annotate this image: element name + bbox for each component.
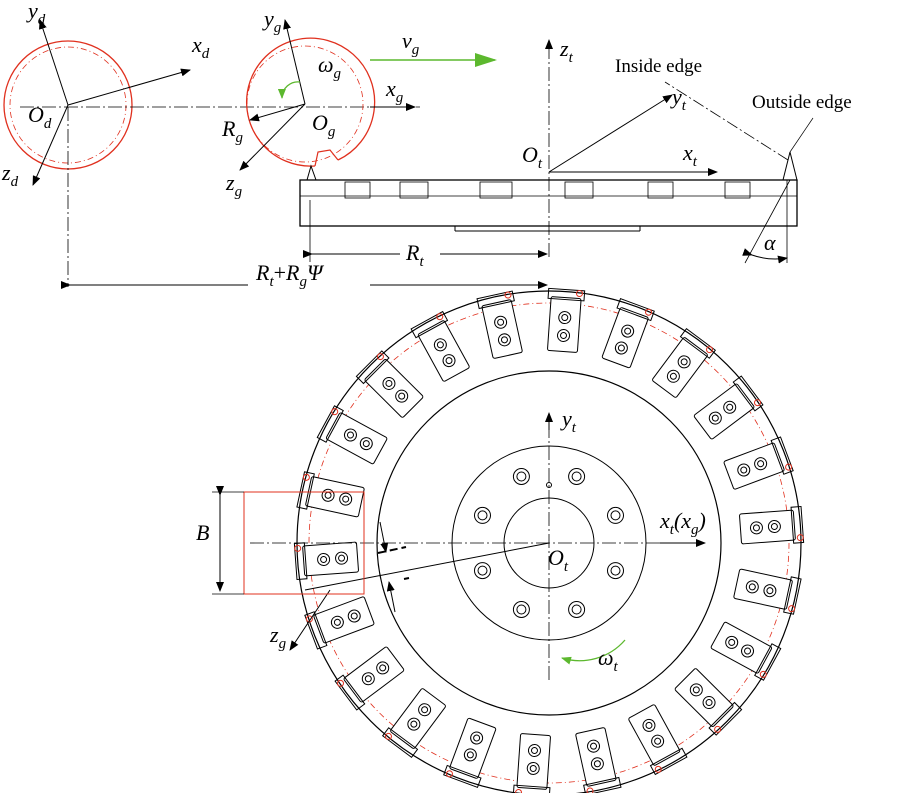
blade-pocket bbox=[733, 568, 802, 615]
blade-pocket bbox=[601, 297, 655, 369]
blade-pocket bbox=[293, 541, 359, 581]
hub-bolt-hole-inner bbox=[477, 510, 488, 521]
label-B: B bbox=[196, 520, 209, 545]
label-Ot-bottom: Ot bbox=[548, 545, 569, 575]
label-zg: zg bbox=[225, 170, 243, 200]
hub-bolt-hole-inner bbox=[571, 604, 582, 615]
label-alpha: α bbox=[764, 230, 776, 255]
hub-bolt-hole-inner bbox=[610, 510, 621, 521]
disk-g bbox=[239, 19, 497, 171]
hub-bolt-hole-inner bbox=[477, 565, 488, 576]
label-offset-sum: Rt+RgΨ bbox=[255, 260, 325, 290]
blade-pocket bbox=[693, 375, 764, 440]
blade-pocket bbox=[674, 668, 743, 736]
blade-pocket bbox=[512, 733, 551, 793]
hub-bolt-hole bbox=[474, 562, 491, 580]
label-yg: yg bbox=[262, 6, 282, 36]
label-xd: xd bbox=[191, 32, 210, 62]
label-zd: zd bbox=[1, 160, 19, 190]
blade-pocket bbox=[723, 436, 794, 490]
label-xt-xg: xt(xg) bbox=[659, 508, 706, 538]
hub-bolt-hole bbox=[607, 562, 624, 580]
blade-pocket bbox=[304, 596, 375, 650]
cutter-side-view bbox=[61, 39, 814, 289]
label-yt-bottom: yt bbox=[560, 406, 577, 436]
hub-bolt-hole-inner bbox=[610, 565, 621, 576]
blade-pocket bbox=[652, 327, 717, 398]
disk-d bbox=[3, 19, 420, 287]
hub-bolt-hole bbox=[568, 601, 586, 618]
hub-bolt-hole bbox=[512, 601, 530, 618]
label-xt-top: xt bbox=[682, 140, 698, 170]
label-Ot-top: Ot bbox=[522, 142, 543, 172]
blade-pocket bbox=[443, 717, 497, 789]
blade-pocket bbox=[296, 471, 365, 518]
blade-pocket bbox=[410, 310, 470, 382]
hub-bolt-hole-inner bbox=[516, 604, 527, 615]
label-zg-bottom: zg bbox=[269, 622, 287, 652]
label-Od: Od bbox=[28, 102, 52, 132]
label-vg: vg bbox=[402, 28, 420, 58]
blade-pocket bbox=[547, 287, 586, 353]
label-Rt: Rt bbox=[405, 240, 424, 270]
hub-bolt-hole bbox=[568, 468, 586, 485]
blade-pocket bbox=[710, 621, 782, 681]
hub-bolt-hole bbox=[474, 506, 491, 524]
hub-bolt-hole bbox=[607, 506, 624, 524]
label-omega-t: ωt bbox=[598, 645, 619, 675]
label-Og: Og bbox=[312, 110, 336, 140]
blade-pocket bbox=[381, 688, 446, 759]
label-yd: yd bbox=[26, 0, 46, 28]
labels: yd xd Od zd yg ωg xg Rg Og zg vg zt yt I… bbox=[1, 0, 852, 675]
label-inside-edge: Inside edge bbox=[615, 56, 702, 77]
label-outside-edge: Outside edge bbox=[752, 92, 852, 113]
blade-pocket bbox=[575, 727, 622, 793]
label-xg: xg bbox=[385, 76, 404, 106]
label-omega-g: ωg bbox=[318, 52, 342, 82]
blade-pocket bbox=[316, 405, 388, 465]
blade-pocket bbox=[476, 290, 523, 359]
label-Rg: Rg bbox=[221, 116, 243, 146]
blade-pocket bbox=[334, 646, 405, 711]
label-yt-top: yt bbox=[670, 84, 687, 114]
hub-bolt-hole-inner bbox=[571, 471, 582, 482]
blade-pocket bbox=[355, 350, 424, 418]
label-zt: zt bbox=[559, 36, 574, 66]
blade-pocket bbox=[739, 505, 805, 545]
blade-pocket bbox=[628, 704, 688, 776]
cutter-top-view bbox=[212, 287, 805, 793]
hub-bolt-hole-inner bbox=[516, 471, 527, 482]
hub-bolt-hole bbox=[512, 468, 530, 485]
